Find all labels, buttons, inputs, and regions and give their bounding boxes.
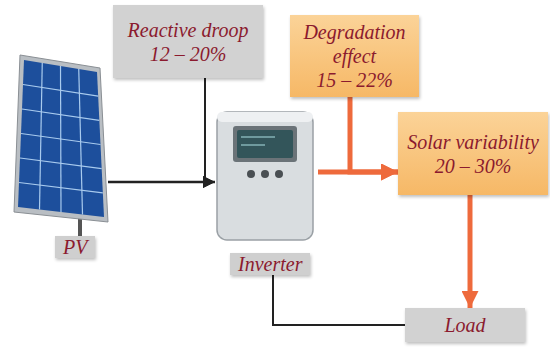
panel-cells bbox=[18, 60, 104, 217]
screen-line bbox=[241, 144, 265, 146]
box-text: 12 – 20% bbox=[150, 42, 227, 66]
flow-connector bbox=[350, 97, 398, 172]
load-box: Load bbox=[405, 308, 525, 342]
panel-grid bbox=[19, 63, 103, 215]
factor-box: Degradation effect15 – 22% bbox=[290, 15, 419, 97]
factor-box: Reactive droop12 – 20% bbox=[113, 5, 263, 78]
pv-node: PV bbox=[12, 55, 108, 258]
inverter-body bbox=[217, 112, 313, 240]
box-text: Load bbox=[444, 313, 485, 337]
box-text: 20 – 30% bbox=[435, 154, 512, 178]
flow-connector bbox=[273, 275, 405, 325]
box-text: Solar variability bbox=[407, 130, 539, 154]
device-label: Inverter bbox=[230, 253, 310, 275]
inverter-bezel bbox=[233, 126, 297, 162]
flow-connector bbox=[108, 181, 215, 184]
box-text: Degradation effect bbox=[298, 20, 411, 68]
panel-frame bbox=[14, 55, 108, 222]
inverter-node: Inverter bbox=[215, 112, 318, 275]
factor-box: Solar variability20 – 30% bbox=[398, 112, 548, 195]
solar-panel bbox=[14, 55, 108, 238]
screen-line bbox=[241, 136, 275, 138]
inverter-screen bbox=[237, 130, 293, 158]
inverter-button bbox=[275, 170, 283, 178]
device-label: PV bbox=[55, 236, 95, 258]
flow-connector bbox=[205, 78, 215, 182]
flow-connector bbox=[468, 195, 473, 308]
inverter-top bbox=[217, 112, 313, 122]
box-text: Reactive droop bbox=[128, 18, 249, 42]
inverter-button bbox=[247, 170, 255, 178]
box-text: 15 – 22% bbox=[316, 68, 393, 92]
inverter-button bbox=[261, 170, 269, 178]
inverter-device bbox=[217, 112, 313, 240]
